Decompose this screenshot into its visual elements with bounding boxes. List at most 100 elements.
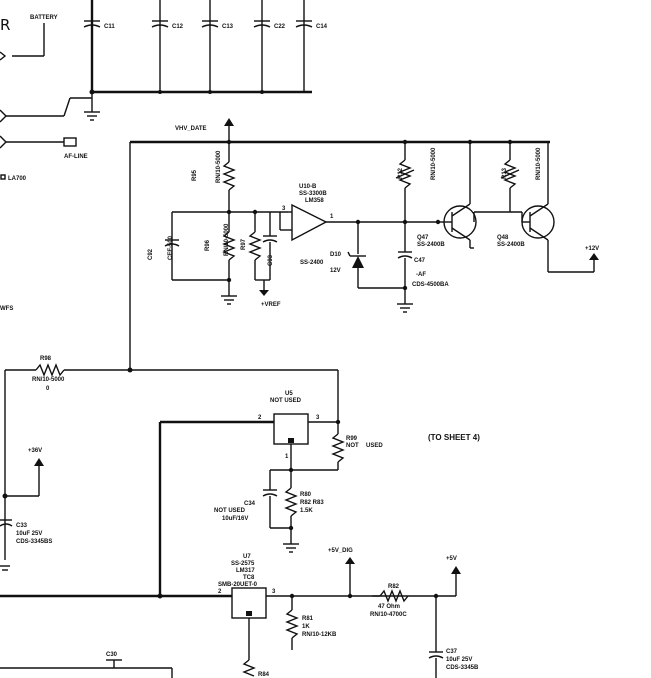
c14-label: C14 [316,24,328,30]
plus-5v-port: +5V [436,556,461,597]
sheet-title-fragment: R [0,16,10,34]
d10-part: SS-2400 [300,260,324,266]
r95-part: RN/10-5000 [216,150,222,183]
c22-label: C22 [274,24,286,30]
capacitor-c22: C22 [253,20,286,30]
capacitor-c47: C47 -AF CDS-4500BA [397,222,449,313]
resistor-r12: R12 RN/10-5000 [395,142,437,222]
u10-pin-out: 1 [330,214,334,220]
r96-ref: R96 [205,239,211,251]
opamp-u10b: 3 1 U10-B SS-3300B LM358 [279,184,334,242]
c37-value: 10uF 25V [446,657,472,663]
r12-part: RN/10-5000 [431,147,437,180]
d10-volt: 12V [330,268,341,274]
regulator-u5: U5 NOT USED 2 3 1 [258,391,320,460]
capacitor-c11: C11 [83,20,115,30]
u5-status: NOT USED [270,398,302,404]
resistor-r13: R13 RN/10-5000 [500,142,542,212]
lin-5v-port: +5V_DIG [328,548,355,599]
u10-ref: U10-B [299,184,317,190]
c47-af: -AF [416,272,426,278]
c13-label: C13 [222,24,234,30]
q48-part: SS-2400B [497,242,525,248]
resistor-r84: R84 [242,659,270,678]
r13-ref: R13 [502,167,508,179]
r98-value: 0 [46,386,50,392]
u7-device: LM317 [236,568,255,574]
r99-used: USED [366,443,383,449]
d10-ref: D10 [330,252,342,258]
q47-ref: Q47 [417,235,429,241]
capacitor-c14: C14 [295,20,328,30]
pdc-in-port: +36V [2,448,44,499]
r80-part: R82 R83 [300,500,324,506]
r95-ref: R95 [192,169,198,181]
c11-label: C11 [104,24,115,30]
resistor-r98: R98 RN/10-5000 0 [5,356,338,392]
u5-pin1: 1 [285,454,289,460]
resistor-r96: R96 RN/10-5000 [205,212,236,296]
resistor-r80: R80 R82 R83 1.5K [284,470,324,544]
af-line-label: AF-LINE [64,154,88,160]
rail-12v-port: +12V [585,246,599,272]
capacitor-c12: C12 [151,20,184,30]
c30-ref: C30 [106,652,118,658]
r98-part: RN/10-5000 [32,377,65,383]
resistor-r99: R99 NOT USED [270,422,383,471]
resistor-r97: R97 [241,212,262,280]
capacitor-c34: C34 NOT USED 10uF/16V [214,470,278,528]
r13-part: RN/10-5000 [536,147,542,180]
u10-device: LM358 [305,198,324,204]
capacitor-c33: C33 10uF 25V CDS-3345BS [0,519,52,571]
r82-ref: R82 [388,584,400,590]
capacitor-c92: C92 CEF-500 [148,235,180,260]
c93-ref: C93 [268,254,274,266]
u7-pin2: 2 [218,589,222,595]
vref-net-label: +VREF [261,302,281,308]
u5-pin2: 2 [258,415,262,421]
rail-12v-label: +12V [585,246,599,252]
vhv-net-label: VHV_DATE [175,126,207,132]
r98-ref: R98 [40,356,52,362]
c34-value: 10uF/16V [222,516,248,522]
c33-value: 10uF 25V [16,531,42,537]
u5-ref: U5 [285,391,293,397]
resistor-r95: R95 RN/10-5000 [192,142,236,212]
c92-part: CEF-500 [168,235,174,260]
r84-ref: R84 [258,672,270,678]
u7b-ref: TC8 [243,575,255,581]
vhv-bus: VHV_DATE [129,118,550,370]
c92-ref: C92 [148,248,154,260]
capacitor-c37: C37 10uF 25V CDS-3345B [428,596,479,678]
r96-part: RN/10-5000 [224,223,230,256]
u7-pin3: 3 [272,589,276,595]
plus-5v-label: +5V [446,556,457,562]
r81-value: 1K [302,624,310,630]
r82-part: RN/10-4700C [370,612,407,618]
c34-status: NOT USED [214,508,246,514]
capacitor-c30: C30 [0,652,173,678]
r81-ref: R81 [302,616,314,622]
r97-ref: R97 [241,238,247,250]
lin-5v-label: +5V_DIG [328,548,353,554]
r80-ref: R80 [300,492,312,498]
la-net-label: LA700 [8,176,27,182]
capacitor-c13: C13 [201,20,234,30]
c33-part: CDS-3345BS [16,539,52,545]
u7b-part: SMB-20UET-0 [218,582,258,588]
resistor-r82: R82 47 Ohm RN/10-4700C [370,584,409,618]
c47-ref: C47 [414,258,426,264]
capacitor-c93: C93 [262,212,278,280]
battery-connector: R BATTERY AF-LINE LA700 WFS [0,15,92,312]
r80-value: 1.5K [300,508,313,514]
q48-ref: Q48 [497,235,509,241]
resistor-r81: R81 1K RN/10-12KB [285,596,337,650]
transistor-q47: Q47 SS-2400B [417,142,477,249]
r99-ref: R99 [346,436,358,442]
r82-value: 47 Ohm [378,604,400,610]
c37-part: CDS-3345B [446,665,479,671]
r99-not: NOT [346,443,359,449]
battery-net-label: BATTERY [30,15,58,21]
